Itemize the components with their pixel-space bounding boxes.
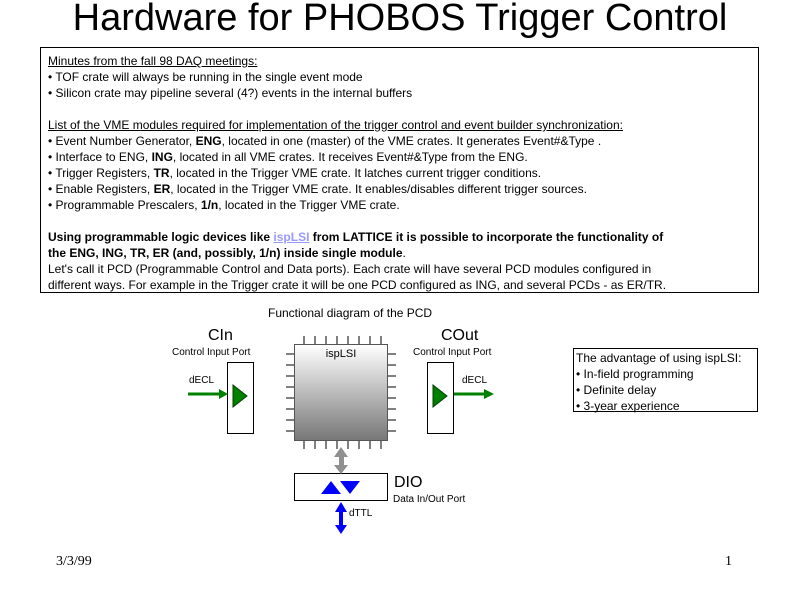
notes-box: Minutes from the fall 98 DAQ meetings: •… <box>40 47 759 293</box>
module-item: • Trigger Registers, TR, located in the … <box>48 165 758 181</box>
diagram-caption: Functional diagram of the PCD <box>268 306 433 320</box>
advantage-item: • 3-year experience <box>576 399 680 413</box>
chip-dio-arrow <box>334 447 348 474</box>
module-abbrev: 1/n <box>200 198 219 212</box>
isplsi-link[interactable]: ispLSI <box>273 230 310 244</box>
minutes-heading: Minutes from the fall 98 DAQ meetings: <box>48 54 258 68</box>
module-post: , located in the Trigger VME crate. <box>218 198 400 212</box>
dio-down-triangle <box>340 481 360 494</box>
cout-signal-label: dECL <box>462 375 488 386</box>
module-abbrev: ER <box>153 182 171 196</box>
cin-port-subtitle: Control Input Port <box>172 347 251 358</box>
minutes-item: • TOF crate will always be running in th… <box>48 70 363 84</box>
footer-date: 3/3/99 <box>56 554 92 569</box>
cout-port-box <box>427 362 454 434</box>
page-number: 1 <box>725 554 732 569</box>
modules-heading: List of the VME modules required for imp… <box>48 118 623 132</box>
module-abbrev: TR <box>153 166 170 180</box>
module-post: , located in the Trigger VME crate. It l… <box>169 166 542 180</box>
cout-output-arrow <box>454 389 494 399</box>
pcd-line-2: different ways. For example in the Trigg… <box>48 278 667 292</box>
cout-port-subtitle: Control Input Port <box>413 347 492 358</box>
chip-pins <box>286 336 396 449</box>
dio-up-triangle <box>321 481 341 494</box>
pld-line-1: Using programmable logic devices like is… <box>48 229 758 245</box>
dio-port-box <box>294 473 388 501</box>
cout-buffer-triangle <box>432 383 448 409</box>
dttl-arrow <box>335 502 347 534</box>
cout-port-name: COut <box>441 327 479 344</box>
page-title: Hardware for PHOBOS Trigger Control <box>72 0 728 39</box>
dio-port-subtitle: Data In/Out Port <box>393 494 466 505</box>
pld-line-2: the ENG, ING, TR, ER (and, possibly, 1/n… <box>48 245 758 261</box>
module-pre: • Event Number Generator, <box>48 134 196 148</box>
module-post: , located in the Trigger VME crate. It e… <box>170 182 587 196</box>
module-item: • Event Number Generator, ENG, located i… <box>48 133 758 149</box>
pld-line-2-text: the ENG, ING, TR, ER (and, possibly, 1/n… <box>48 246 403 260</box>
isplsi-chip <box>294 344 388 441</box>
advantages-title: The advantage of using ispLSI: <box>576 351 742 365</box>
dio-signal-label: dTTL <box>349 508 373 519</box>
module-post: , located in one (master) of the VME cra… <box>221 134 602 148</box>
module-pre: • Trigger Registers, <box>48 166 154 180</box>
chip-label: ispLSI <box>325 348 357 360</box>
module-pre: • Interface to ENG, <box>48 150 152 164</box>
cin-buffer-triangle <box>232 383 248 409</box>
dio-port-name: DIO <box>394 474 423 491</box>
pld-pre: Using programmable logic devices like <box>48 230 274 244</box>
module-abbrev: ENG <box>195 134 222 148</box>
minutes-item: • Silicon crate may pipeline several (4?… <box>48 86 413 100</box>
module-pre: • Enable Registers, <box>48 182 154 196</box>
module-item: • Interface to ENG, ING, located in all … <box>48 149 758 165</box>
module-item: • Programmable Prescalers, 1/n, located … <box>48 197 758 213</box>
advantage-item: • Definite delay <box>576 383 657 397</box>
advantages-box: The advantage of using ispLSI: • In-fiel… <box>573 348 758 413</box>
module-abbrev: ING <box>151 150 173 164</box>
pld-post: from LATTICE it is possible to incorpora… <box>309 230 664 244</box>
module-post: , located in all VME crates. It receives… <box>172 150 528 164</box>
advantage-item: • In-field programming <box>576 367 694 381</box>
cin-signal-label: dECL <box>189 375 215 386</box>
module-pre: • Programmable Prescalers, <box>48 198 201 212</box>
pld-line-2-end: . <box>402 246 406 260</box>
cin-input-arrow <box>188 389 228 399</box>
cin-port-name: CIn <box>208 327 233 344</box>
module-item: • Enable Registers, ER, located in the T… <box>48 181 758 197</box>
pcd-line-1: Let's call it PCD (Programmable Control … <box>48 262 652 276</box>
